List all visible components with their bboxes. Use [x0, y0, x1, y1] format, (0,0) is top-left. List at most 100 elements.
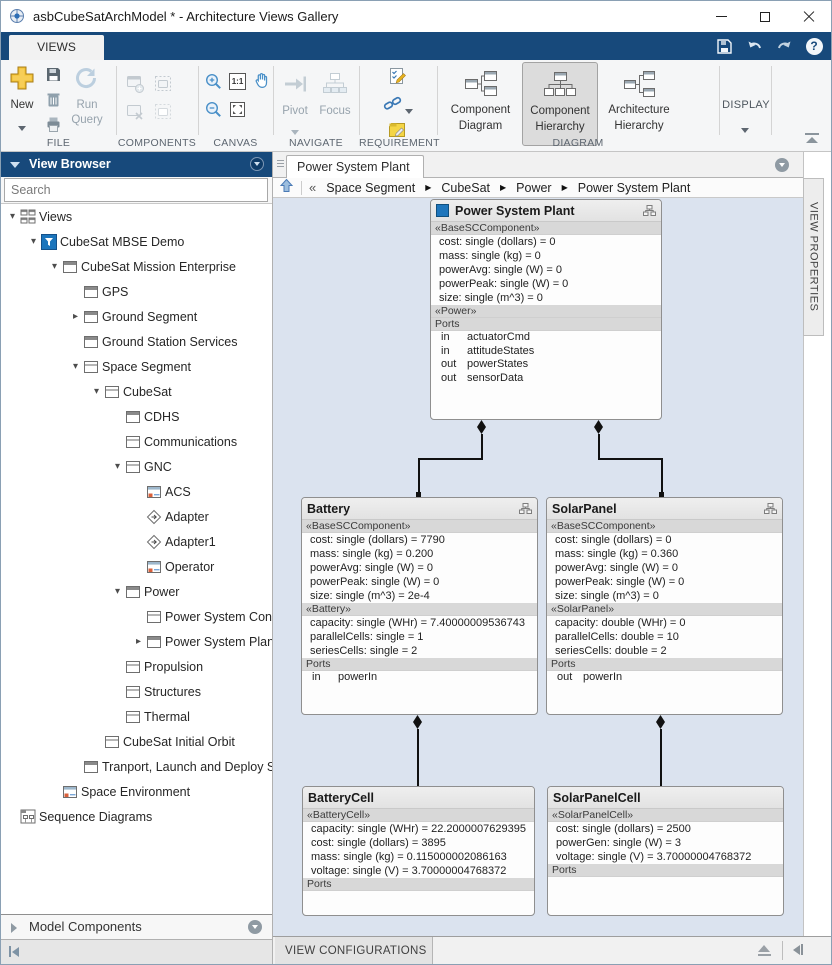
zoom-one-to-one-button[interactable]: 1:1 [229, 73, 246, 90]
model-components-menu-icon[interactable] [248, 920, 262, 934]
tree-item-structures[interactable]: Structures [1, 679, 272, 704]
delete-view-button[interactable] [45, 91, 62, 113]
pan-hand-button[interactable] [253, 71, 272, 95]
focus-button[interactable] [322, 71, 348, 102]
tree-item-gps[interactable]: GPS [1, 279, 272, 304]
diagram-canvas[interactable]: Power System Plant«BaseSCComponent»cost:… [273, 198, 803, 938]
tab-view-properties[interactable]: VIEW PROPERTIES [803, 178, 824, 336]
expand-model-components-arrow-icon[interactable] [11, 923, 17, 933]
tree-item-adapter[interactable]: Adapter [1, 504, 272, 529]
zoom-in-button[interactable] [205, 73, 222, 95]
tree-item-propulsion[interactable]: Propulsion [1, 654, 272, 679]
expand-arrow-icon[interactable]: ▾ [114, 461, 121, 472]
tree-item-adapter1[interactable]: Adapter1 [1, 529, 272, 554]
tree-item-communications[interactable]: Communications [1, 429, 272, 454]
expand-arrow-icon[interactable]: ▾ [9, 211, 16, 222]
block-batterycell[interactable]: BatteryCell«BatteryCell»capacity: single… [302, 786, 535, 916]
search-input[interactable] [4, 178, 268, 202]
tree-item-ground-segment[interactable]: ▸Ground Segment [1, 304, 272, 329]
tree-item-cubesat-mbse-demo[interactable]: ▾CubeSat MBSE Demo [1, 229, 272, 254]
new-label[interactable]: New [10, 99, 34, 111]
save-button[interactable] [713, 35, 735, 57]
new-dropdown-arrow-icon[interactable] [18, 118, 26, 136]
breadcrumb-back-chevrons[interactable]: « [309, 180, 317, 195]
collapse-ribbon-button[interactable] [805, 133, 819, 143]
display-menu-button[interactable]: DISPLAY [722, 99, 770, 111]
hierarchy-icon[interactable] [519, 503, 532, 514]
breadcrumb-item-power-system-plant[interactable]: Power System Plant [577, 180, 691, 195]
tree-item-cubesat-mission-enterprise[interactable]: ▾CubeSat Mission Enterprise [1, 254, 272, 279]
breadcrumb-item-cubesat[interactable]: CubeSat [441, 180, 490, 195]
grip-icon[interactable] [277, 160, 284, 169]
hierarchy-icon[interactable] [764, 503, 777, 514]
navigate-up-icon[interactable] [279, 178, 294, 198]
help-button[interactable]: ? [803, 35, 825, 57]
requirement-export-button[interactable] [387, 120, 407, 145]
tree-item-acs[interactable]: ACS [1, 479, 272, 504]
redo-button[interactable] [773, 35, 795, 57]
zoom-out-button[interactable] [205, 101, 222, 123]
component-diagram-button[interactable]: Component Diagram [441, 62, 520, 146]
add-component-button[interactable] [125, 74, 145, 99]
tree-item-thermal[interactable]: Thermal [1, 704, 272, 729]
tree-item-space-environment[interactable]: Space Environment [1, 779, 272, 804]
tab-view-configurations[interactable]: VIEW CONFIGURATIONS [275, 937, 433, 964]
block-solarpanelcell[interactable]: SolarPanelCell«SolarPanelCell»cost: sing… [547, 786, 784, 916]
fit-to-view-button[interactable] [229, 101, 246, 123]
tree-item-cubesat-initial-orbit[interactable]: CubeSat Initial Orbit [1, 729, 272, 754]
group-components-button[interactable] [153, 74, 173, 99]
tab-power-system-plant[interactable]: Power System Plant [286, 155, 424, 178]
maximize-button[interactable] [743, 1, 787, 32]
expand-arrow-icon[interactable]: ▾ [51, 261, 58, 272]
model-components-header[interactable]: Model Components [1, 914, 272, 939]
tree-item-operator[interactable]: Operator [1, 554, 272, 579]
display-dropdown-arrow-icon[interactable] [741, 120, 749, 138]
tree-item-power-system-contro[interactable]: Power System Contro [1, 604, 272, 629]
pivot-button[interactable] [282, 71, 308, 102]
expand-arrow-icon[interactable]: ▾ [30, 236, 37, 247]
diagram-tab-menu-icon[interactable] [775, 158, 789, 172]
block-solarpanel[interactable]: SolarPanel«BaseSCComponent»cost: single … [546, 497, 783, 715]
requirement-editor-button[interactable] [387, 66, 407, 91]
tree-item-power[interactable]: ▾Power [1, 579, 272, 604]
tree-item-views[interactable]: ▾Views [1, 204, 272, 229]
expand-arrow-icon[interactable]: ▸ [135, 636, 142, 647]
breadcrumb-item-power[interactable]: Power [516, 180, 552, 195]
print-button[interactable] [45, 116, 62, 138]
expand-arrow-icon[interactable]: ▾ [114, 586, 121, 597]
block-psp[interactable]: Power System Plant«BaseSCComponent»cost:… [430, 199, 662, 420]
tree-item-space-segment[interactable]: ▾Space Segment [1, 354, 272, 379]
collapse-bottom-panel-icon[interactable] [793, 944, 803, 955]
tree-item-ground-station-services[interactable]: Ground Station Services [1, 329, 272, 354]
expand-arrow-icon[interactable]: ▸ [72, 311, 79, 322]
tree-item-cubesat[interactable]: ▾CubeSat [1, 379, 272, 404]
collapse-left-panel-icon[interactable] [9, 946, 19, 957]
tab-views[interactable]: VIEWS [9, 35, 104, 60]
hierarchy-icon[interactable] [643, 205, 656, 216]
tree-item-gnc[interactable]: ▾GNC [1, 454, 272, 479]
requirement-link-button[interactable] [383, 94, 402, 118]
remove-component-button[interactable] [125, 102, 145, 127]
expand-bottom-panel-icon[interactable] [758, 945, 771, 956]
block-battery[interactable]: Battery«BaseSCComponent»cost: single (do… [301, 497, 538, 715]
ungroup-components-button[interactable] [153, 102, 173, 127]
undo-button[interactable] [743, 35, 765, 57]
minimize-button[interactable] [699, 1, 743, 32]
tree-item-sequence-diagrams[interactable]: Sequence Diagrams [1, 804, 272, 829]
expand-arrow-icon[interactable]: ▾ [93, 386, 100, 397]
component-hierarchy-button[interactable]: Component Hierarchy [522, 62, 598, 146]
link-dropdown-arrow-icon[interactable] [405, 101, 413, 119]
save-view-button[interactable] [45, 66, 62, 88]
tree-item-cdhs[interactable]: CDHS [1, 404, 272, 429]
tree-item-tranport-launch-and-deploy-se[interactable]: Tranport, Launch and Deploy Se [1, 754, 272, 779]
expand-arrow-icon[interactable]: ▾ [72, 361, 79, 372]
panel-menu-icon[interactable] [250, 157, 264, 171]
collapse-panel-arrow-icon[interactable] [10, 162, 20, 168]
view-browser-header[interactable]: View Browser [1, 152, 272, 177]
breadcrumb-item-space-segment[interactable]: Space Segment [326, 180, 416, 195]
new-view-button[interactable] [9, 65, 35, 96]
run-query-button[interactable] [73, 65, 99, 96]
architecture-hierarchy-button[interactable]: Architecture Hierarchy [600, 62, 678, 146]
close-button[interactable] [787, 1, 831, 32]
tree-item-power-system-plant[interactable]: ▸Power System Plant [1, 629, 272, 654]
